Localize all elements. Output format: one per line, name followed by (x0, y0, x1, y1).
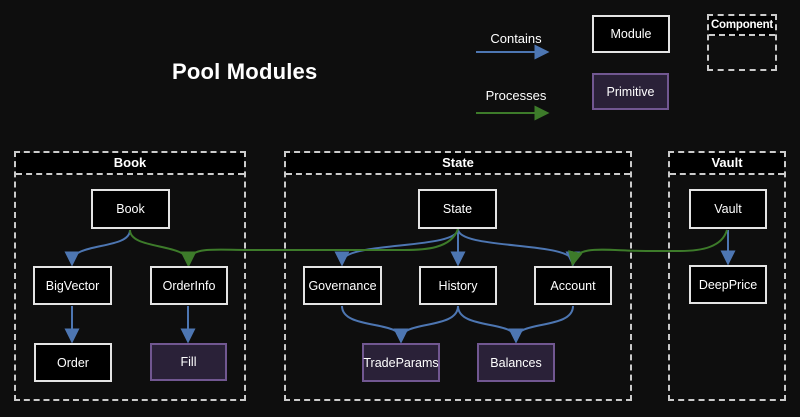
legend-component-label: Component (709, 16, 775, 36)
node-tradeparams-label: TradeParams (363, 355, 439, 370)
node-state: State (418, 189, 497, 229)
legend-processes-label: Processes (485, 88, 547, 103)
node-order-label: Order (57, 355, 89, 370)
container-state: State (284, 151, 632, 401)
page-title: Pool Modules (172, 59, 318, 84)
node-governance: Governance (303, 266, 382, 305)
node-balances: Balances (477, 343, 555, 382)
node-orderinfo: OrderInfo (150, 266, 228, 305)
node-state-label: State (442, 202, 473, 216)
legend-module-box: Module (592, 15, 670, 53)
node-deepprice: DeepPrice (689, 265, 767, 304)
node-fill: Fill (150, 343, 227, 381)
node-deepprice-label: DeepPrice (698, 277, 758, 292)
node-history: History (419, 266, 497, 305)
node-balances-label: Balances (490, 355, 542, 370)
container-vault-title: Vault (670, 153, 784, 175)
legend-contains-label: Contains (490, 31, 542, 46)
node-orderinfo-label: OrderInfo (162, 278, 216, 293)
node-bigvector-label: BigVector (45, 278, 100, 293)
node-account-label: Account (550, 278, 596, 293)
node-book: Book (91, 189, 170, 229)
node-account: Account (534, 266, 612, 305)
legend-primitive-box: Primitive (592, 73, 669, 110)
container-state-title: State (286, 153, 630, 175)
node-vault-label: Vault (714, 202, 742, 216)
container-book: Book (14, 151, 246, 401)
container-book-title: Book (16, 153, 244, 175)
node-order: Order (34, 343, 112, 382)
container-vault: Vault (668, 151, 786, 401)
legend-component-box: Component (707, 14, 777, 71)
legend-module-label: Module (610, 27, 652, 41)
node-bigvector: BigVector (33, 266, 112, 305)
node-fill-label: Fill (180, 355, 197, 369)
node-book-label: Book (116, 202, 145, 216)
node-vault: Vault (689, 189, 767, 229)
node-history-label: History (438, 278, 478, 293)
node-governance-label: Governance (308, 278, 377, 293)
legend-primitive-label: Primitive (606, 84, 655, 99)
node-tradeparams: TradeParams (362, 343, 440, 382)
